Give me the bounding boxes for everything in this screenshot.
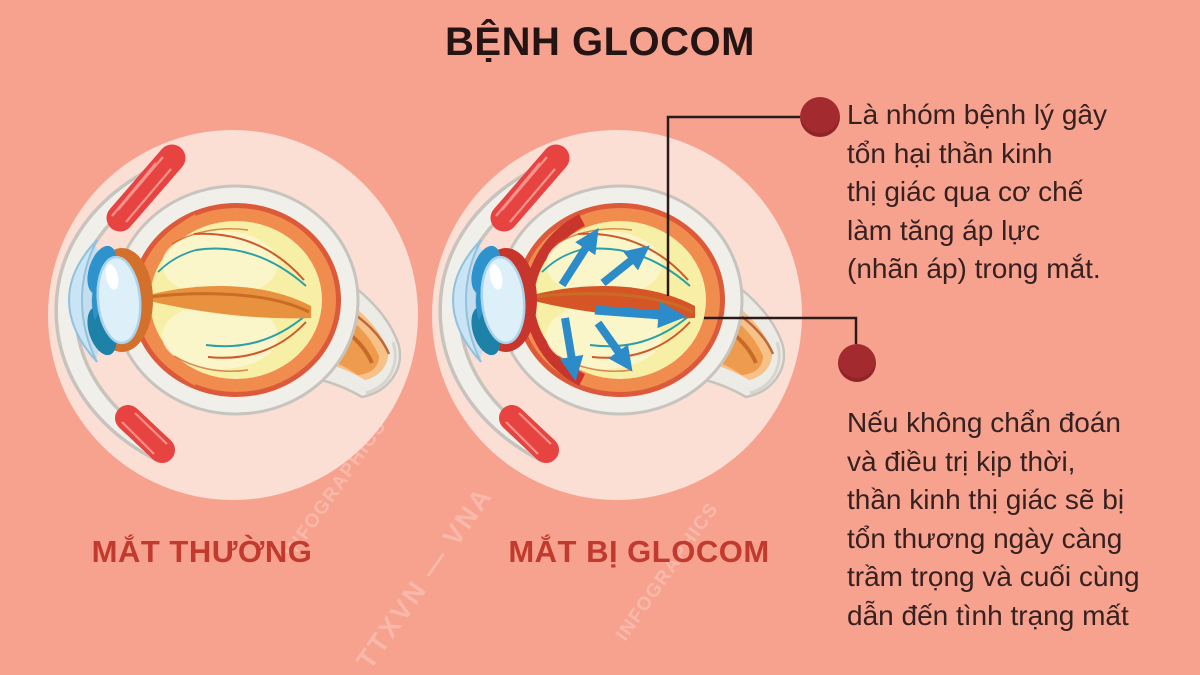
glaucoma-eye-illustration	[432, 130, 802, 500]
glaucoma-eye-panel	[432, 130, 802, 500]
glaucoma-eye-label: MẮT BỊ GLOCOM	[508, 534, 770, 569]
watermark-text: TTXVN — VNA	[350, 481, 499, 675]
glaucoma-infographic: { "title": "BỆNH GLOCOM", "panels": [ { …	[48, 20, 1140, 675]
normal-eye-label: MẮT THƯỜNG	[91, 534, 313, 569]
page-title: BỆNH GLOCOM	[445, 20, 755, 64]
definition-note: Là nhóm bệnh lý gây tổn hại thần kinh th…	[847, 99, 1107, 284]
normal-eye-illustration	[48, 130, 418, 500]
bullet-dot	[838, 344, 876, 382]
pressure-arrows	[558, 227, 687, 382]
bullet-dot	[800, 97, 840, 137]
normal-eye-panel	[48, 130, 418, 500]
consequence-note: Nếu không chẩn đoán và điều trị kịp thời…	[847, 407, 1140, 631]
watermark-text: INFOGRAPHICS	[612, 498, 724, 645]
